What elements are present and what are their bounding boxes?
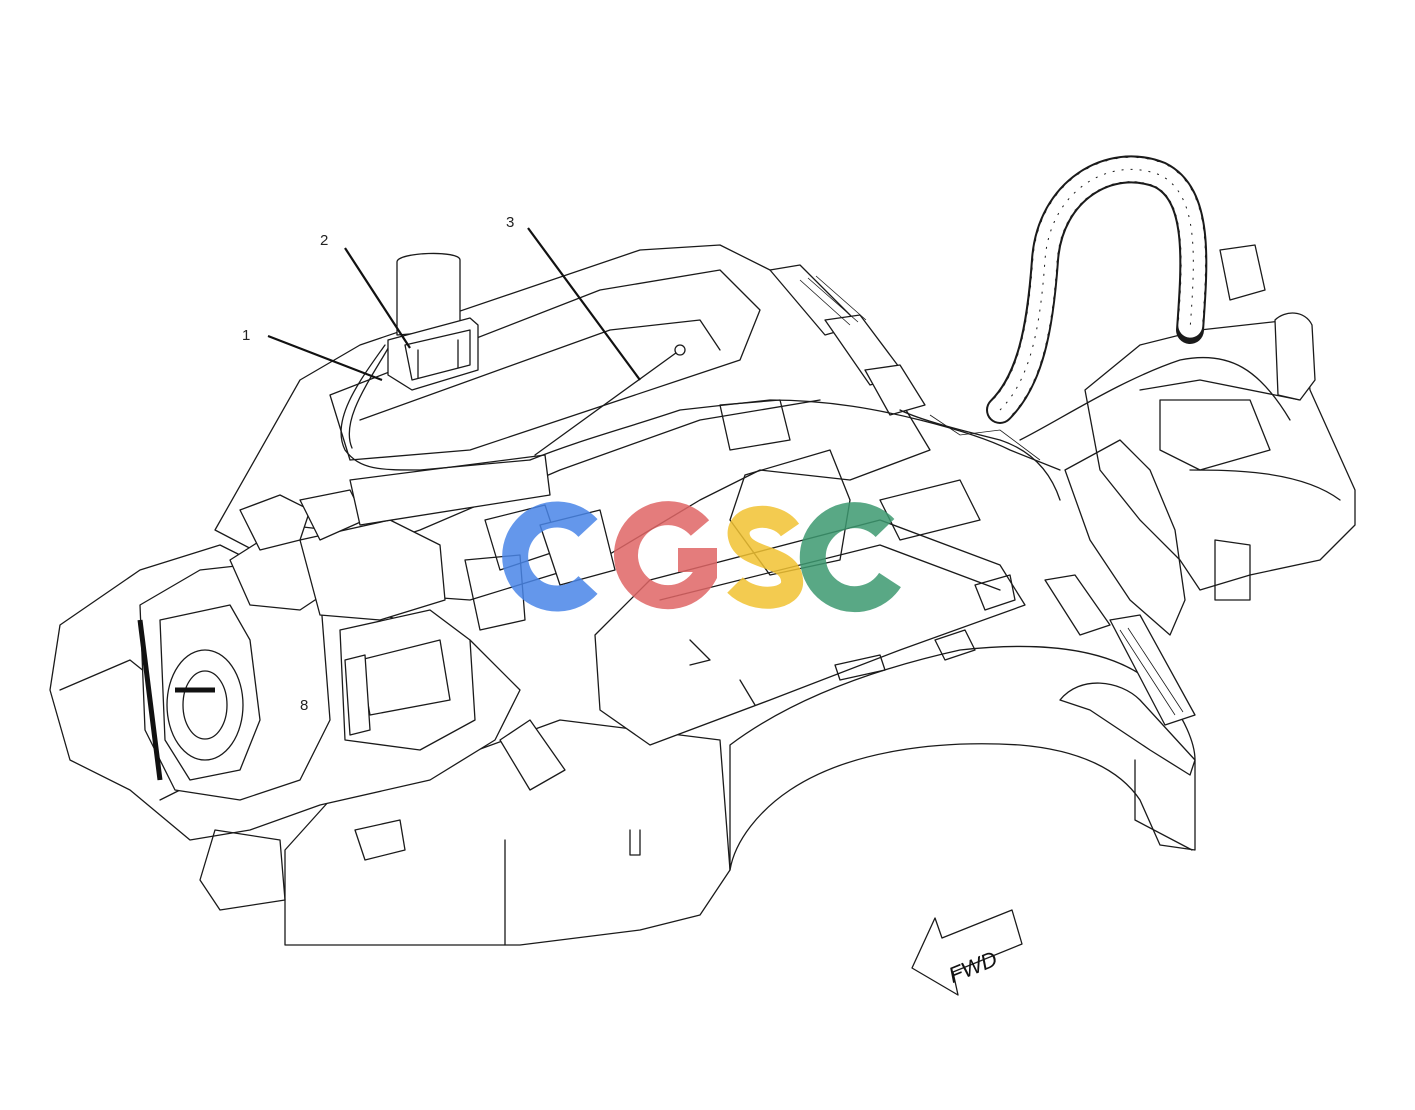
- callout-1: 1: [242, 327, 250, 344]
- component-2-box: [387, 252, 479, 391]
- inline-label: 8: [300, 697, 308, 714]
- callout-3: 3: [506, 214, 514, 231]
- hose-loop: [986, 155, 1208, 424]
- wire-harness: [340, 344, 1291, 501]
- fwd-direction-arrow: FWD: [911, 909, 1023, 996]
- steps-and-pads: [499, 264, 1196, 791]
- engine: [137, 454, 616, 801]
- rear-section: [1064, 244, 1356, 636]
- cgsc-watermark-logo: [502, 501, 901, 613]
- lower-body: [284, 645, 1196, 946]
- callout-2: 2: [320, 232, 328, 249]
- callout-leaders: [267, 227, 641, 382]
